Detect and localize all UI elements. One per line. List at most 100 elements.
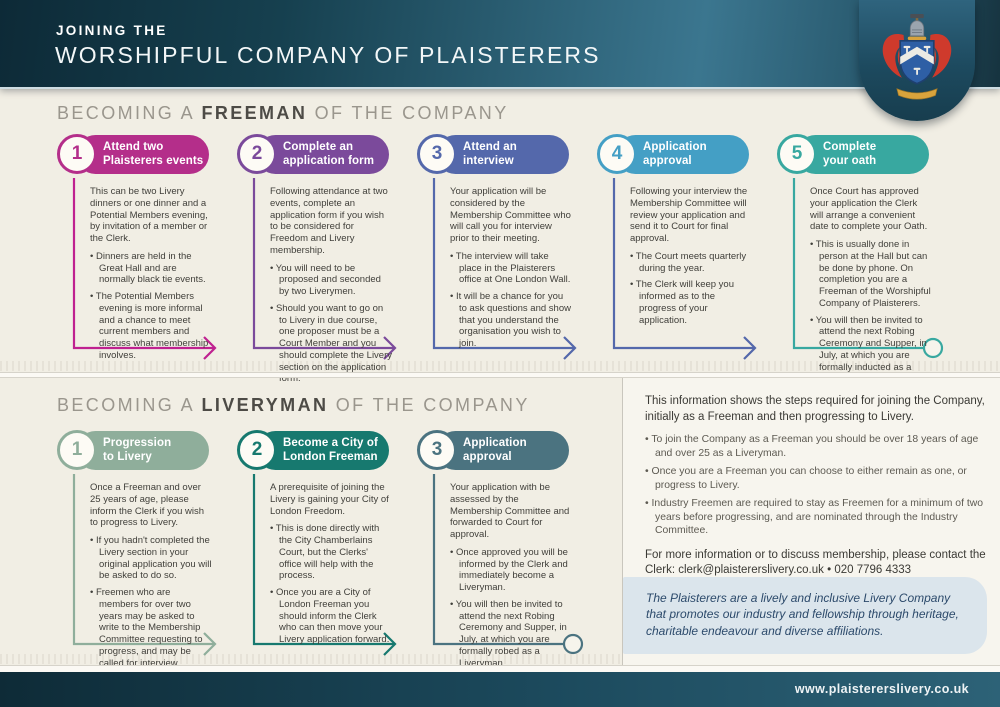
step-intro: Your application with be assessed by the… xyxy=(450,482,570,541)
contact-text: For more information or to discuss membe… xyxy=(645,548,986,577)
info-panel-bullet: To join the Company as a Freeman you sho… xyxy=(645,433,995,460)
freeman-section-title: BECOMING A FREEMAN OF THE COMPANY xyxy=(57,103,509,124)
step-title-line: Progression xyxy=(103,437,172,450)
step-bullet: Once you are a City of London Freeman yo… xyxy=(270,587,392,646)
step-number-badge: 1 xyxy=(57,430,97,470)
step-intro: Following attendance at two events, comp… xyxy=(270,186,388,256)
quote-box: The Plaisterers are a lively and inclusi… xyxy=(623,576,987,654)
step-intro: Once a Freeman and over 25 years of age,… xyxy=(90,482,205,529)
info-panel-intro: This information shows the steps require… xyxy=(645,395,985,423)
step-title-line: interview xyxy=(463,154,514,167)
header-band: JOINING THE WORSHIPFUL COMPANY OF PLAIST… xyxy=(0,0,1000,89)
freeman-title-suffix: OF THE COMPANY xyxy=(307,103,509,123)
step-bullet: This is usually done in person at the Ha… xyxy=(810,239,932,310)
plaster-texture-band xyxy=(0,654,621,664)
liveryman-section-title: BECOMING A LIVERYMAN OF THE COMPANY xyxy=(57,395,530,416)
step-bullet: This is done directly with the City Cham… xyxy=(270,523,392,582)
step-title-line: application form xyxy=(283,154,375,167)
step-body: A prerequisite of joining the Livery is … xyxy=(270,482,392,651)
page-title: WORSHIPFUL COMPANY OF PLAISTERERS xyxy=(55,42,601,68)
step-intro: A prerequisite of joining the Livery is … xyxy=(270,482,389,517)
step-body: Once Court has approved your application… xyxy=(810,186,932,390)
plaster-texture-band xyxy=(0,361,1000,371)
quote-text: The Plaisterers are a lively and inclusi… xyxy=(646,590,959,639)
step-number-badge: 2 xyxy=(237,430,277,470)
step-title-line: Application xyxy=(463,437,527,450)
step-bullet: Dinners are held in the Great Hall and a… xyxy=(90,251,212,286)
step-title-line: Become a City of xyxy=(283,437,378,450)
website-url: www.plaistererslivery.co.uk xyxy=(794,682,969,696)
step-bullet: The Clerk will keep you informed as to t… xyxy=(630,279,752,326)
step-bullet: You will need to be proposed and seconde… xyxy=(270,263,392,298)
footer-band: www.plaistererslivery.co.uk xyxy=(0,672,1000,707)
step-intro: Your application will be considered by t… xyxy=(450,186,571,245)
step-title-line: to Livery xyxy=(103,450,152,463)
step-title-line: approval xyxy=(463,450,512,463)
liveryman-title-prefix: BECOMING A xyxy=(57,395,202,415)
info-panel-bullet: Once you are a Freeman you can choose to… xyxy=(645,465,995,492)
contact-line: For more information or to discuss membe… xyxy=(645,548,993,579)
step-body: Your application will be considered by t… xyxy=(450,186,572,355)
section-divider xyxy=(0,372,1000,378)
step-number-badge: 5 xyxy=(777,134,817,174)
step-bullet: Should you want to go on to Livery in du… xyxy=(270,303,392,385)
liveryman-title-bold: LIVERYMAN xyxy=(201,395,329,415)
step-title-line: Complete an xyxy=(283,141,354,154)
step-title-line: approval xyxy=(643,154,692,167)
step-number-badge: 4 xyxy=(597,134,637,174)
step-number-badge: 3 xyxy=(417,134,457,174)
step-bullet: Once approved you will be informed by th… xyxy=(450,547,572,594)
step-bullet: It will be a chance for you to ask quest… xyxy=(450,291,572,350)
step-body: Once a Freeman and over 25 years of age,… xyxy=(90,482,212,674)
freeman-title-bold: FREEMAN xyxy=(201,103,308,123)
step-body: This can be two Livery dinners or one di… xyxy=(90,186,212,367)
step-number-badge: 1 xyxy=(57,134,97,174)
step-intro: This can be two Livery dinners or one di… xyxy=(90,186,208,245)
header-eyebrow: JOINING THE xyxy=(56,23,168,38)
info-panel-bullets: To join the Company as a Freeman you sho… xyxy=(645,433,990,538)
clerk-email: clerk@plaistererslivery.co.uk xyxy=(678,564,824,577)
crest-tab xyxy=(859,0,975,121)
step-intro: Following your interview the Membership … xyxy=(630,186,748,245)
contact-separator: • xyxy=(823,564,835,577)
step-title-line: Application xyxy=(643,141,707,154)
step-title-line: Attend an xyxy=(463,141,517,154)
step-title-line: Plaisterers events xyxy=(103,154,204,167)
step-title-line: Complete xyxy=(823,141,877,154)
bottom-divider xyxy=(0,665,1000,672)
step-body: Following your interview the Membership … xyxy=(630,186,752,331)
step-bullet: The Potential Members evening is more in… xyxy=(90,291,212,362)
step-bullet: If you hadn't completed the Livery secti… xyxy=(90,535,212,582)
clerk-phone: 020 7796 4333 xyxy=(834,564,912,577)
liveryman-title-suffix: OF THE COMPANY xyxy=(328,395,530,415)
plaisterers-coat-of-arms-icon xyxy=(882,13,952,100)
step-title-line: Attend two xyxy=(103,141,164,154)
step-number-badge: 2 xyxy=(237,134,277,174)
step-bullet: You will then be invited to attend the n… xyxy=(450,599,572,670)
step-number-badge: 3 xyxy=(417,430,457,470)
freeman-title-prefix: BECOMING A xyxy=(57,103,202,123)
step-title-line: your oath xyxy=(823,154,877,167)
step-body: Your application with be assessed by the… xyxy=(450,482,572,674)
step-title-line: London Freeman xyxy=(283,450,378,463)
step-intro: Once Court has approved your application… xyxy=(810,186,928,233)
info-panel-bullet: Industry Freemen are required to stay as… xyxy=(645,497,995,538)
info-panel: This information shows the steps require… xyxy=(622,377,1000,665)
